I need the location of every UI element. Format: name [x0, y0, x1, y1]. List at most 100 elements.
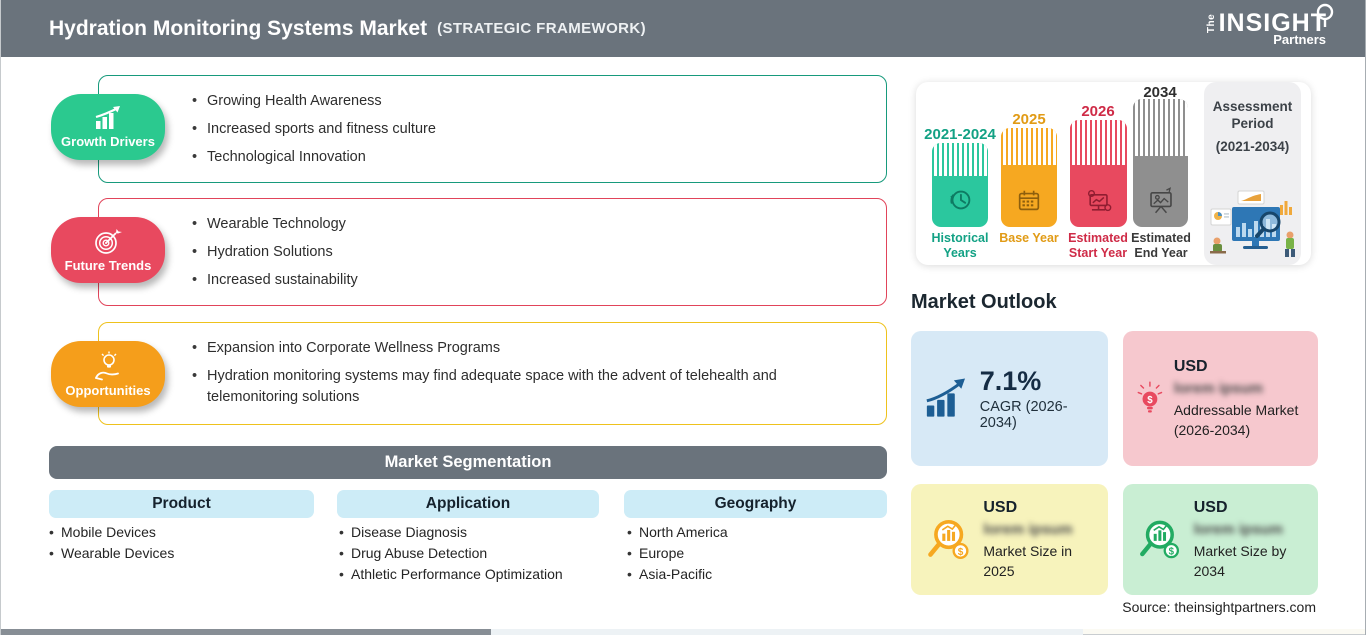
monitor-analytics-icon [1087, 189, 1111, 212]
presentation-board-icon [1149, 187, 1172, 214]
list-item: Athletic Performance Optimization [339, 567, 563, 581]
logo-name: INSIGHT [1218, 8, 1327, 37]
growth-arrow-chart-icon [926, 378, 966, 417]
market-size-2025-card: $ USD lorem ipsum Market Size in 2025 [911, 484, 1108, 595]
svg-text:$: $ [958, 547, 964, 558]
logo-row: The INSIGHT [1202, 3, 1334, 37]
card-label: Market Size by 2034 [1193, 542, 1287, 579]
hand-bulb-icon [95, 351, 119, 380]
year-label-historical: 2021-2024 [924, 126, 996, 143]
estimated-end-year-bar [1133, 99, 1188, 227]
cagr-text: 7.1% CAGR (2026-2034) [980, 366, 1096, 431]
magnifier-chart-orange-icon: $ [928, 519, 969, 559]
card-label: Addressable Market (2026-2034) [1173, 401, 1299, 438]
cagr-label: CAGR (2026-2034) [979, 399, 1068, 431]
currency-label: USD [1173, 357, 1208, 375]
analysts-illustration [1209, 190, 1295, 257]
redacted-value: lorem ipsum [1173, 379, 1264, 397]
market-size-2034-text: USD lorem ipsum Market Size by 2034 [1194, 499, 1306, 581]
list-item: Increased sports and fitness culture [192, 119, 857, 140]
bar-label-end: Estimated End Year [1131, 231, 1191, 260]
list-item: Technological Innovation [192, 147, 857, 168]
cagr-card: 7.1% CAGR (2026-2034) [911, 331, 1108, 466]
product-items-list: Mobile Devices Wearable Devices [49, 525, 174, 567]
future-trends-badge: Future Trends [51, 217, 165, 283]
logo-suffix: Partners [1273, 31, 1326, 47]
application-items-list: Disease Diagnosis Drug Abuse Detection A… [339, 525, 563, 588]
target-dart-icon [95, 228, 122, 254]
list-item: Mobile Devices [49, 525, 174, 539]
header-bar: Hydration Monitoring Systems Market (STR… [1, 0, 1365, 57]
list-item: Wearable Technology [192, 214, 857, 235]
historical-years-bar [932, 143, 988, 227]
segment-header-product: Product [49, 490, 314, 518]
page-title: Hydration Monitoring Systems Market [49, 16, 428, 40]
geography-items-list: North America Europe Asia-Pacific [627, 525, 728, 588]
list-item: Disease Diagnosis [339, 525, 563, 539]
bar-label-start: Estimated Start Year [1068, 231, 1128, 260]
list-item: Hydration monitoring systems may find ad… [192, 366, 857, 408]
opportunities-list: Expansion into Corporate Wellness Progra… [99, 323, 886, 408]
opportunities-panel: Expansion into Corporate Wellness Progra… [98, 322, 887, 425]
list-item: Increased sustainability [192, 270, 857, 291]
svg-text:$: $ [1147, 394, 1153, 405]
bottom-cutoff-strip-left [1, 629, 491, 635]
segment-header-geography: Geography [624, 490, 887, 518]
assessment-period-box: Assessment Period (2021-2034) [1204, 82, 1301, 265]
bar-stripes [1070, 120, 1127, 165]
redacted-value: lorem ipsum [983, 520, 1073, 538]
opportunities-badge: Opportunities [51, 341, 165, 407]
year-label-base: 2025 [1012, 111, 1046, 128]
card-label: Market Size in 2025 [983, 542, 1073, 579]
market-outlook-title: Market Outlook [911, 291, 1057, 313]
future-trends-list: Wearable Technology Hydration Solutions … [99, 199, 886, 291]
addressable-market-card: $ USD lorem ipsum Addressable Market (20… [1123, 331, 1318, 466]
list-item: Hydration Solutions [192, 242, 857, 263]
market-segmentation-bar: Market Segmentation [49, 446, 887, 479]
svg-text:$: $ [1169, 546, 1175, 557]
year-label-start: 2026 [1081, 103, 1115, 120]
redacted-value: lorem ipsum [1193, 520, 1283, 538]
segment-header-label: Geography [714, 495, 797, 512]
list-item: Wearable Devices [49, 546, 174, 560]
bar-stripes [1133, 99, 1188, 156]
list-item: Asia-Pacific [627, 567, 728, 581]
bar-stripes [932, 143, 988, 176]
assessment-range: (2021-2034) [1215, 139, 1290, 154]
bottom-cutoff-strip-middle [491, 629, 1083, 635]
list-item: Expansion into Corporate Wellness Progra… [192, 338, 857, 359]
badge-label: Growth Drivers [61, 133, 155, 149]
calendar-icon [1018, 190, 1040, 211]
magnifier-ring-icon [1316, 3, 1334, 27]
segmentation-title: Market Segmentation [384, 453, 552, 471]
badge-label: Opportunities [65, 382, 151, 398]
source-link[interactable]: Source: theinsightpartners.com [1122, 599, 1316, 615]
year-label-end: 2034 [1143, 84, 1177, 101]
bar-chart-growth-icon [95, 105, 120, 129]
page-subtitle: (STRATEGIC FRAMEWORK) [437, 20, 646, 37]
currency-label: USD [983, 498, 1018, 516]
list-item: Drug Abuse Detection [339, 546, 563, 560]
growth-drivers-panel: Growing Health Awareness Increased sport… [98, 75, 887, 183]
bulb-dollar-icon: $ [1137, 381, 1163, 412]
growth-drivers-badge: Growth Drivers [51, 94, 165, 160]
segment-header-label: Application [425, 495, 511, 512]
history-clock-icon [950, 190, 971, 210]
segment-header-label: Product [152, 495, 211, 512]
future-trends-panel: Wearable Technology Hydration Solutions … [98, 198, 887, 306]
list-item: North America [627, 525, 728, 539]
magnifier-chart-green-icon: $ [1140, 520, 1180, 558]
bar-stripes [1001, 128, 1057, 165]
logo-prefix: The [1206, 13, 1218, 33]
list-item: Growing Health Awareness [192, 91, 857, 112]
base-year-bar [1001, 128, 1057, 227]
addressable-market-text: USD lorem ipsum Addressable Market (2026… [1174, 358, 1306, 440]
segment-header-application: Application [337, 490, 599, 518]
market-size-2034-card: $ USD lorem ipsum Market Size by 2034 [1123, 484, 1318, 595]
growth-drivers-list: Growing Health Awareness Increased sport… [99, 76, 886, 168]
list-item: Europe [627, 546, 728, 560]
cagr-value: 7.1% [979, 366, 1042, 396]
bar-label-historical: Historical Years [931, 231, 989, 260]
insight-partners-logo: The INSIGHT Partners [1202, 3, 1337, 47]
